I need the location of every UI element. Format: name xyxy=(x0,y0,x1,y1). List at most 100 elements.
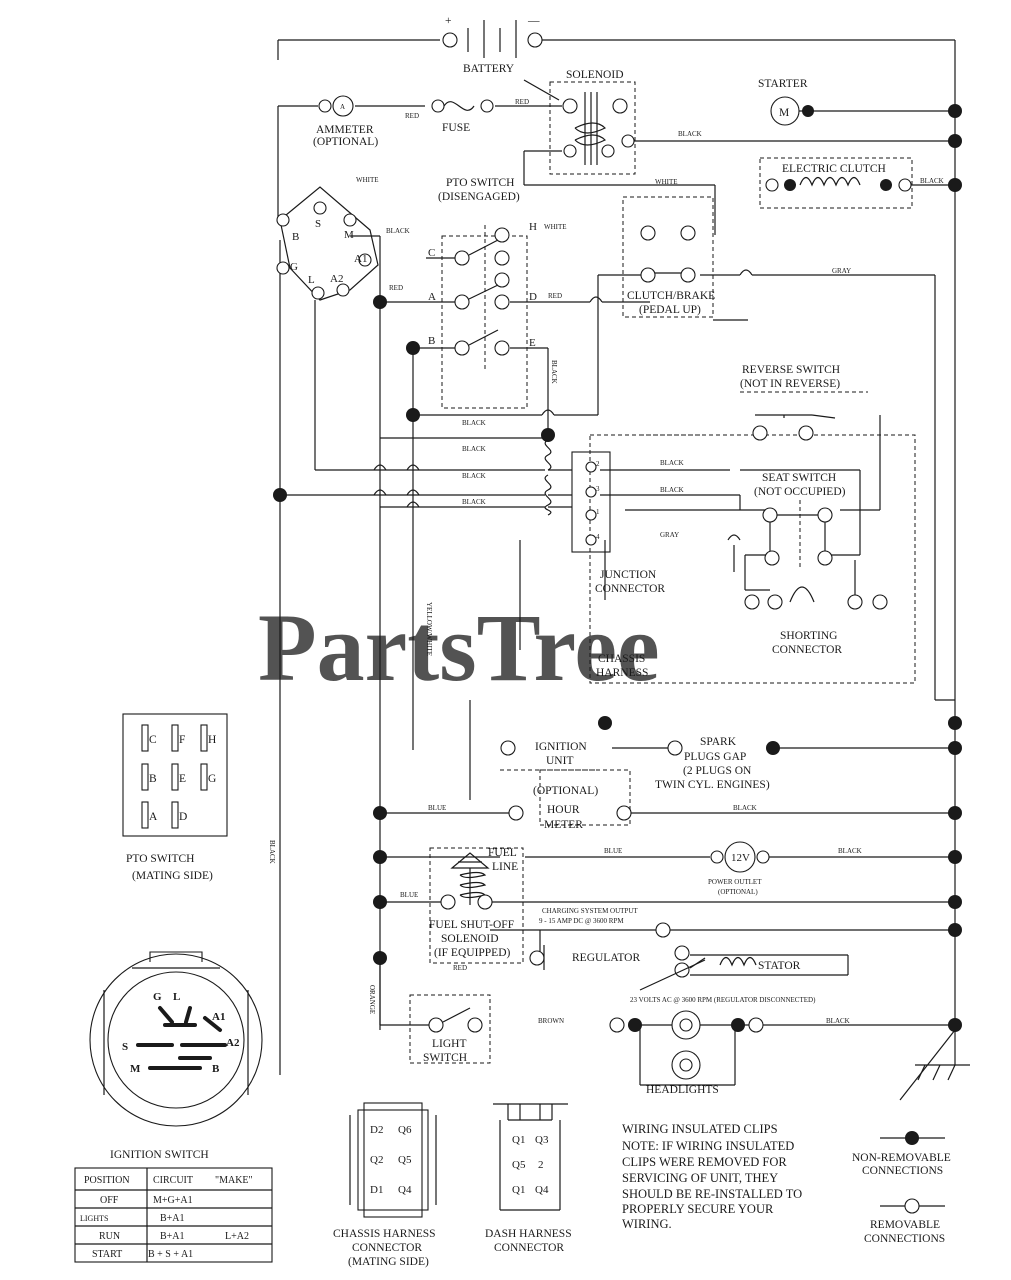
spark-label-4: TWIN CYL. ENGINES) xyxy=(655,779,770,791)
note-line-7: WIRING. xyxy=(622,1217,672,1231)
wire-black-head: BLACK xyxy=(826,1017,850,1025)
chassis-pin-q4: Q4 xyxy=(398,1184,412,1196)
wire-red-ign: RED xyxy=(389,284,403,292)
ign-face-b: B xyxy=(212,1063,220,1075)
wire-black-h2: BLACK xyxy=(462,445,486,453)
ignition-unit-label-2: UNIT xyxy=(546,755,573,767)
ignition-unit: IGNITION UNIT SPARK PLUGS GAP (2 PLUGS O… xyxy=(500,716,780,791)
fuse: FUSE RED xyxy=(431,98,529,134)
dashed-boxes xyxy=(409,81,916,1064)
wire-black-h1: BLACK xyxy=(462,419,486,427)
spark-label-2: PLUGS GAP xyxy=(684,751,746,763)
light-switch: LIGHT SWITCH ORANGE BROWN xyxy=(368,985,564,1064)
ignition-switch-label: IGNITION SWITCH xyxy=(110,1149,209,1161)
table-row-1-circ: B+A1 xyxy=(160,1213,185,1224)
wire-black-left-rail: BLACK xyxy=(268,840,276,864)
pto-pin-a: A xyxy=(428,291,436,303)
table-header-position: POSITION xyxy=(84,1175,130,1186)
dash-pin-q1a: Q1 xyxy=(512,1134,525,1146)
junction-pin-1: 1 xyxy=(596,508,600,516)
ign-term-a1: A1 xyxy=(354,253,367,265)
pto-grid-h: H xyxy=(208,734,216,746)
wire-red-1: RED xyxy=(405,112,419,120)
regulator-label: REGULATOR xyxy=(572,952,640,964)
table-row-3-circ: B + S + A1 xyxy=(148,1249,193,1260)
junction-pin-4: 4 xyxy=(596,533,600,541)
pto-grid-g: G xyxy=(208,773,216,785)
power-outlet-label-2: (OPTIONAL) xyxy=(718,888,758,896)
pto-switch-label-1: PTO SWITCH xyxy=(446,177,514,189)
table-row-2-circ: B+A1 xyxy=(160,1231,185,1242)
chassis-conn-label-3: (MATING SIDE) xyxy=(348,1256,429,1268)
power-outlet-v: 12V xyxy=(731,852,750,864)
wire-blue-1: BLUE xyxy=(428,804,446,812)
fuel-shutoff-solenoid: FUEL LINE FUEL SHUT-OFF SOLENOID (IF EQU… xyxy=(400,847,518,972)
table-row-1-pos: LIGHTS xyxy=(80,1214,108,1223)
fuel-line-label-2: LINE xyxy=(492,861,518,873)
chassis-harness-connector: D2 Q6 Q2 Q5 D1 Q4 CHASSIS HARNESS CONNEC… xyxy=(333,1102,437,1268)
hour-meter-label-2: HOUR xyxy=(547,804,580,816)
chassis-conn-label-1: CHASSIS HARNESS xyxy=(333,1228,436,1240)
fuel-line-label-1: FUEL xyxy=(488,847,517,859)
pto-pin-h: H xyxy=(529,221,537,233)
legend-nonremovable-dot xyxy=(905,1131,919,1145)
wire-red-pto: RED xyxy=(548,292,562,300)
reverse-switch-label-2: (NOT IN REVERSE) xyxy=(740,378,840,390)
spark-label-1: SPARK xyxy=(700,736,737,748)
junction-pin-3: 3 xyxy=(596,485,600,493)
pto-grid-e: E xyxy=(179,773,186,785)
chassis-pin-q6: Q6 xyxy=(398,1124,412,1136)
table-row-2-make: L+A2 xyxy=(225,1231,249,1242)
chassis-label-1: CHASSIS xyxy=(598,653,645,665)
legend-removable-ring xyxy=(904,1198,920,1214)
fuel-shutoff-label-2: SOLENOID xyxy=(441,933,499,945)
chassis-pin-d1: D1 xyxy=(370,1184,383,1196)
pto-grid-b: B xyxy=(149,773,157,785)
regulator-stator: CHARGING SYSTEM OUTPUT 9 - 15 AMP DC @ 3… xyxy=(529,907,816,1004)
table-header-circuit: CIRCUIT xyxy=(153,1175,193,1186)
battery-plus: + xyxy=(445,15,452,27)
legend-nonremovable-1: NON-REMOVABLE xyxy=(852,1152,951,1164)
wire-yellow-white: YELLOW/WHITE xyxy=(425,602,433,656)
chassis-pin-d2: D2 xyxy=(370,1124,383,1136)
ammeter: A AMMETER (OPTIONAL) RED xyxy=(313,95,419,148)
dash-harness-connector: Q1 Q3 Q5 2 Q1 Q4 DASH HARNESS CONNECTOR xyxy=(485,1103,572,1254)
wire-black-hour: BLACK xyxy=(733,804,757,812)
pto-mating-connector: C F H B E G A D PTO SWITCH (MATING SIDE) xyxy=(122,713,228,882)
reverse-switch-label-1: REVERSE SWITCH xyxy=(742,364,840,376)
wire-black-pto: BLACK xyxy=(550,360,558,384)
power-outlet: 12V POWER OUTLET (OPTIONAL) BLUE BLACK xyxy=(604,841,862,896)
note-line-4: SERVICING OF UNIT, THEY xyxy=(622,1171,778,1185)
light-switch-label-2: SWITCH xyxy=(423,1052,467,1064)
ign-term-a2: A2 xyxy=(330,273,343,285)
ign-face-s: S xyxy=(122,1041,128,1053)
pto-grid-c: C xyxy=(149,734,157,746)
seat-switch-label-1: SEAT SWITCH xyxy=(762,472,836,484)
wire-black-h4: BLACK xyxy=(462,498,486,506)
wire-orange: ORANGE xyxy=(368,985,376,1014)
ign-face-l: L xyxy=(173,991,180,1003)
pto-grid-d: D xyxy=(179,811,187,823)
ignition-switch-schematic: B S M A1 A2 L G BLACK RED xyxy=(276,186,410,301)
wire-black-j2: BLACK xyxy=(660,486,684,494)
pto-mating-label-1: PTO SWITCH xyxy=(126,853,194,865)
junction-connector: 2 3 1 4 JUNCTION CONNECTOR CHASSIS HARNE… xyxy=(544,439,684,679)
junction-label-1: JUNCTION xyxy=(600,569,657,581)
starter-m: M xyxy=(779,107,789,119)
pto-switch-schematic: PTO SWITCH (DISENGAGED) C A B H D E WHIT… xyxy=(428,177,567,384)
wire-white-solenoid: WHITE xyxy=(655,178,678,186)
starter-label: STARTER xyxy=(758,78,808,90)
pto-grid-a: A xyxy=(149,811,158,823)
clutch-brake-label-1: CLUTCH/BRAKE xyxy=(627,290,715,302)
ign-face-a1: A1 xyxy=(212,1011,225,1023)
wire-black-clutch: BLACK xyxy=(920,177,944,185)
ammeter-label-1: AMMETER xyxy=(316,124,374,136)
pto-switch-label-2: (DISENGAGED) xyxy=(438,191,520,203)
starter-motor: STARTER M xyxy=(758,78,814,126)
junction-label-2: CONNECTOR xyxy=(595,583,665,595)
dash-conn-label-2: CONNECTOR xyxy=(494,1242,564,1254)
pto-pin-c: C xyxy=(428,247,435,259)
ign-term-b: B xyxy=(292,231,299,243)
wire-red-2: RED xyxy=(515,98,529,106)
